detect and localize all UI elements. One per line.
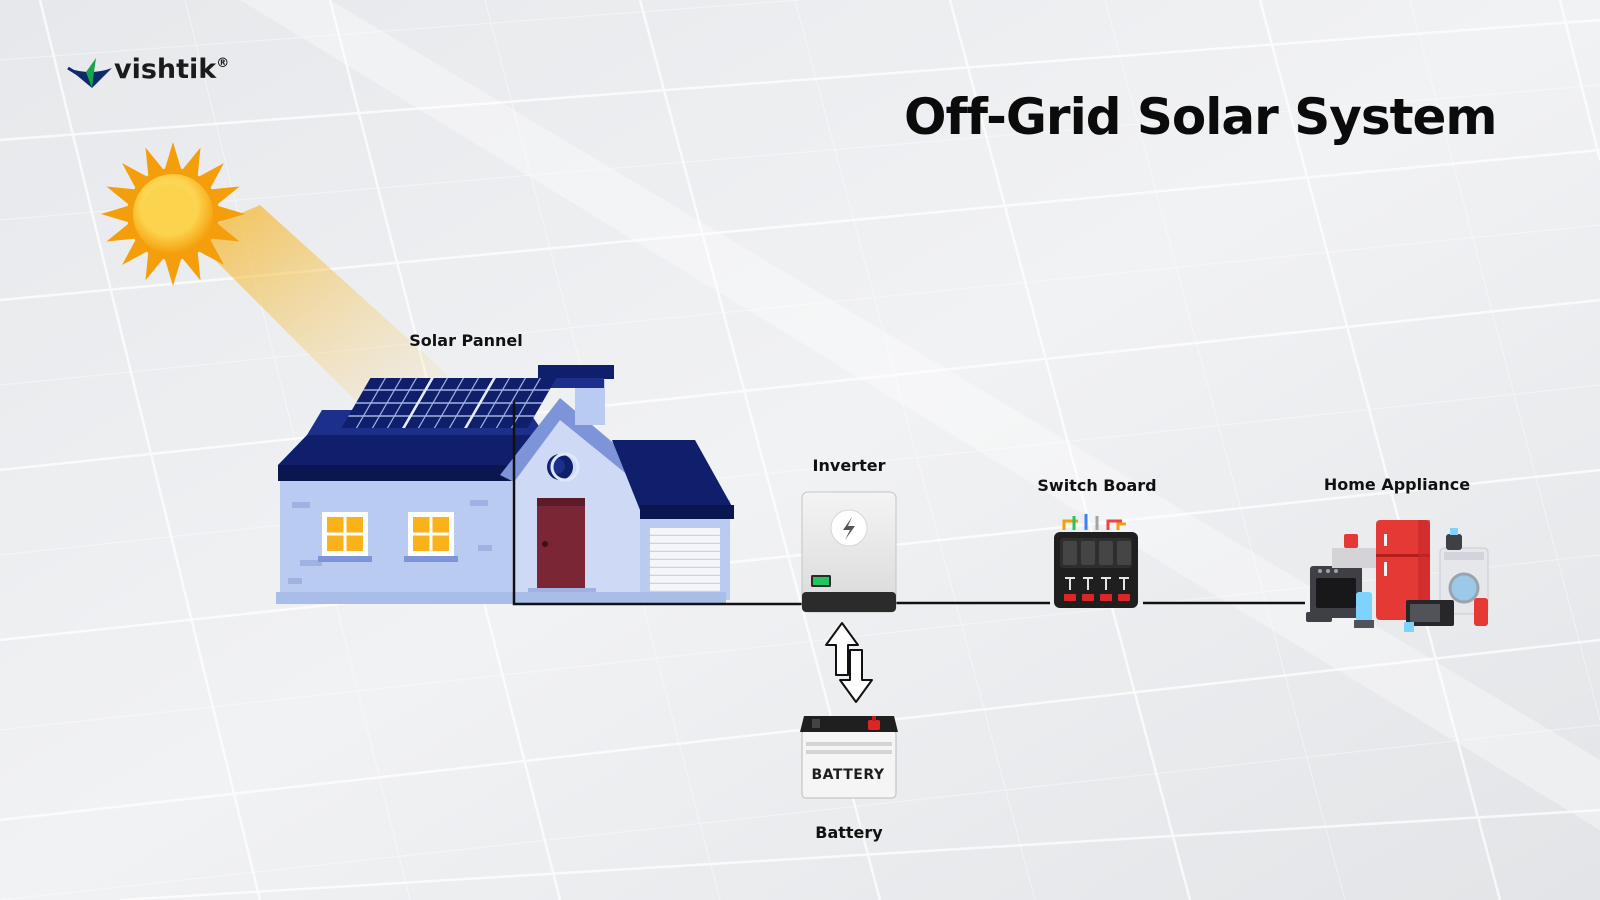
inverter-illustration [801, 491, 897, 613]
label-home-appliance: Home Appliance [1323, 475, 1471, 494]
brand-name: vishtik [114, 54, 217, 85]
sun-beam [190, 205, 470, 420]
label-inverter: Inverter [812, 456, 886, 475]
house-illustration [276, 365, 734, 604]
switch-board-illustration [1054, 514, 1138, 608]
label-battery: Battery [815, 823, 883, 842]
panel-glare-band [240, 0, 1600, 830]
home-appliances-illustration [1306, 520, 1489, 632]
bidirectional-arrow-icon [825, 622, 873, 703]
brand-logo[interactable]: vishtik® [114, 54, 229, 85]
solar-panels-illustration [341, 378, 557, 428]
battery-casing-text: BATTERY [811, 767, 885, 783]
battery-illustration [800, 716, 898, 799]
connection-wires [512, 402, 1305, 606]
label-solar-panel: Solar Pannel [409, 331, 523, 350]
sun-icon [101, 142, 245, 286]
registered-mark: ® [216, 56, 230, 71]
label-switch-board: Switch Board [1037, 476, 1157, 495]
page-title: Off-Grid Solar System [904, 88, 1498, 146]
vishtik-logo-icon [67, 58, 112, 88]
